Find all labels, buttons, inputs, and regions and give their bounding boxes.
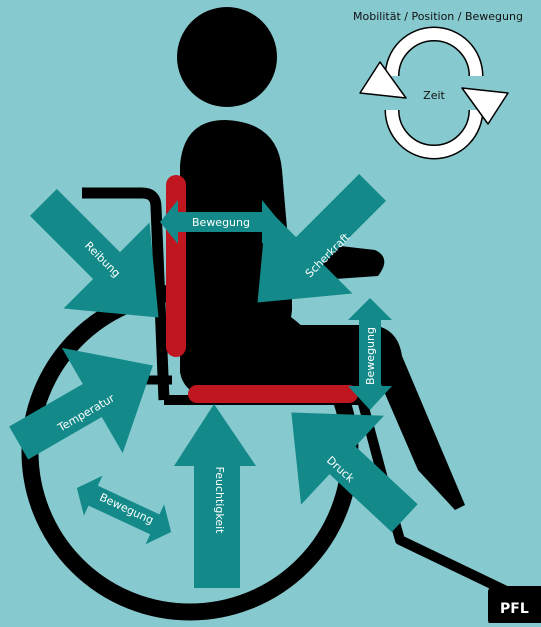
mobility-caption: Mobilität / Position / Bewegung [353,10,523,23]
person-head [177,7,277,107]
feuchtigkeit-label: Feuchtigkeit [213,467,226,535]
corner-tag: PFL [500,601,529,617]
bewegung-right-label: Bewegung [364,327,377,385]
bewegung-top-label: Bewegung [192,216,250,229]
zeit-label: Zeit [423,89,445,102]
backrest-pressure-zone [166,175,186,357]
seat-pressure-zone [188,385,358,403]
